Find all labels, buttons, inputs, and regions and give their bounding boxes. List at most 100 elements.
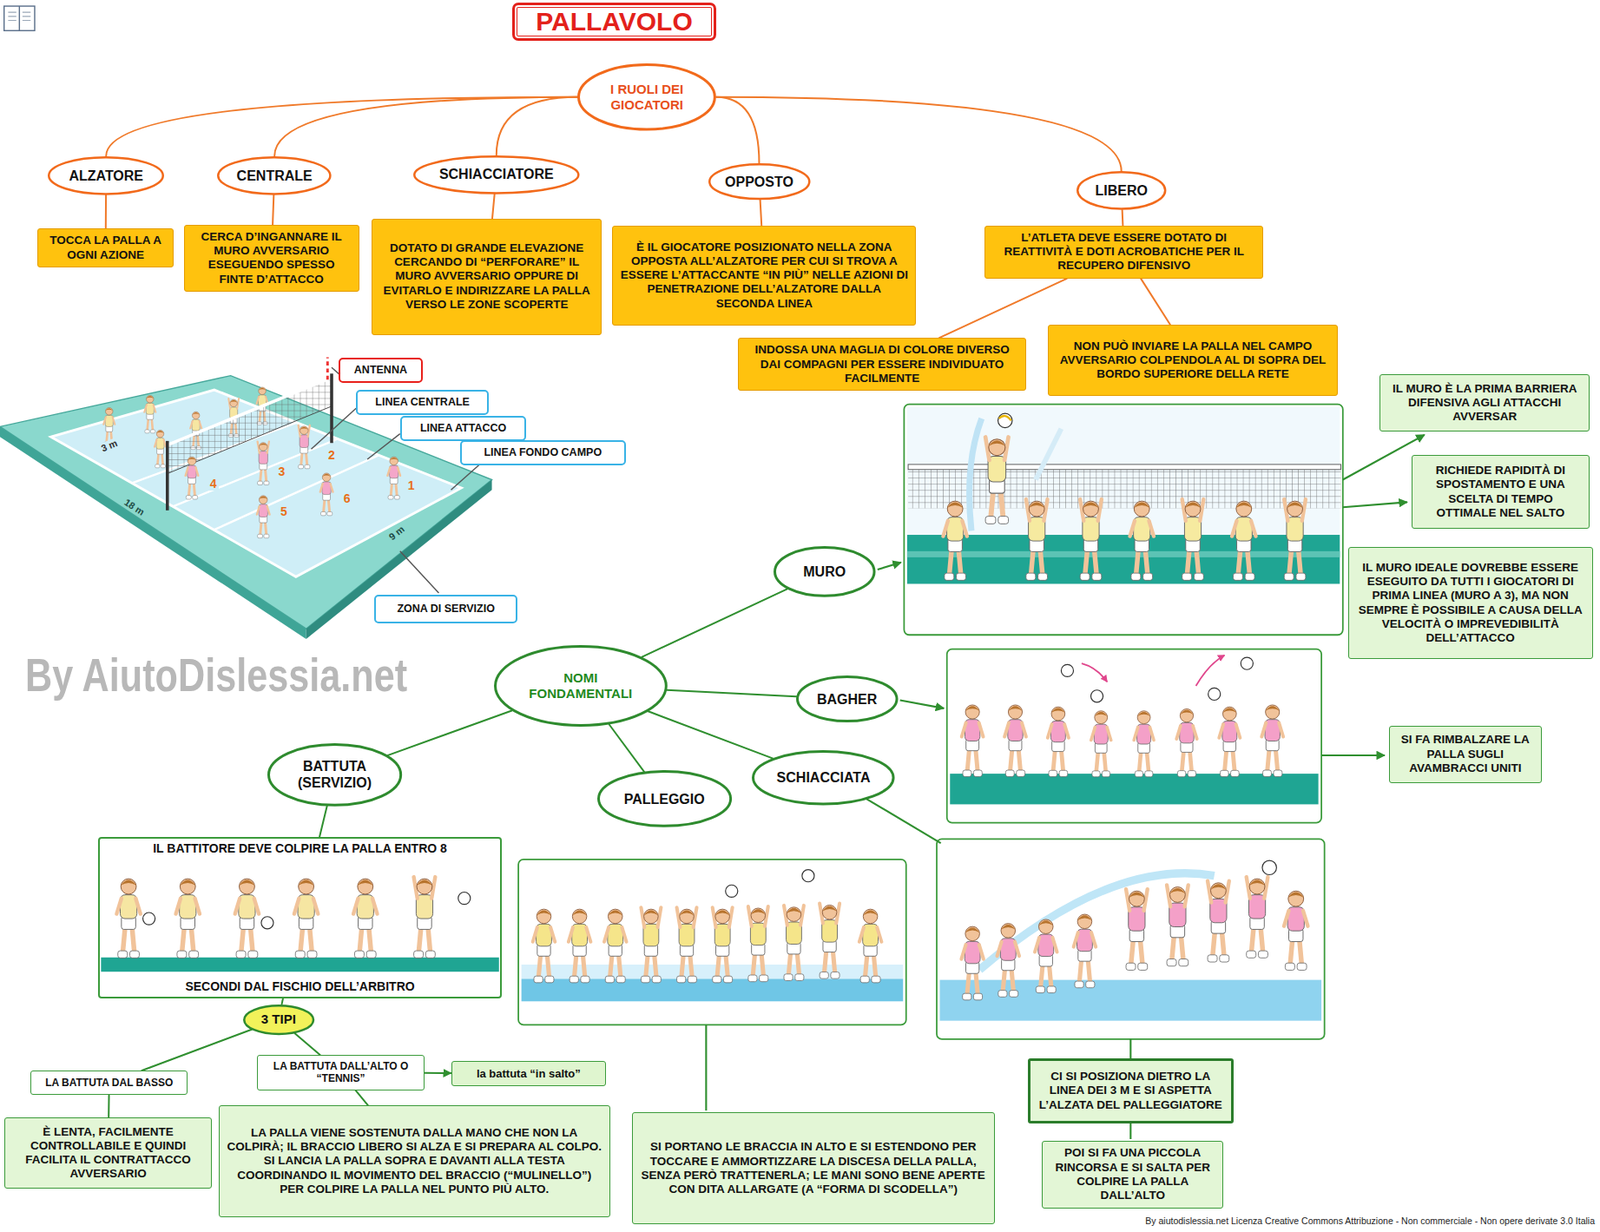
illustration-part (1073, 914, 1096, 988)
illustration-part (19, 6, 20, 31)
illustration-part (907, 534, 1340, 584)
illustration-part (1090, 690, 1103, 703)
text-group: BATTUTA (SERVIZIO) (280, 757, 389, 791)
note-box: SI PORTANO LE BRACCIA IN ALTO E SI ESTEN… (632, 1112, 995, 1225)
info-box: L’ATLETA DEVE ESSERE DOTATO DI REATTIVIT… (984, 225, 1264, 279)
ellipse-shape (796, 677, 897, 722)
illustration-part (165, 441, 170, 511)
illustration-part (1343, 501, 1408, 507)
info-box: TOCCA LA PALLA A OGNI AZIONE (37, 228, 173, 268)
concept-ellipse: BAGHER (796, 675, 899, 723)
illustration-part (320, 473, 334, 516)
ellipse-shape (414, 156, 579, 193)
illustration-part (640, 907, 661, 983)
node-text: TOCCA LA PALLA A OGNI AZIONE (44, 233, 166, 262)
variant-box: la battuta “in salto” (451, 1060, 607, 1086)
illustration-part (116, 878, 140, 958)
ellipse-shape (774, 546, 875, 596)
node-text: LA BATTUTA DAL BASSO (37, 1076, 181, 1089)
node-text: NOMI FONDAMENTALI (511, 670, 651, 702)
node-text: CI SI POSIZIONA DIETRO LA LINEA DEI 3 M … (1036, 1069, 1225, 1113)
illustration-part (176, 878, 200, 958)
text-group: PALLEGGIO (610, 790, 718, 808)
node-text: CENTRALE (229, 167, 321, 185)
node-text: RICHIEDE RAPIDITÀ DI SPOSTAMENTO E UNA S… (1418, 463, 1584, 521)
ellipse-shape (579, 64, 716, 130)
text-group: CENTRALE (229, 167, 321, 185)
node-text: INDOSSA UNA MAGLIA DI COLORE DIVERSO DAI… (744, 342, 1021, 386)
illustration-part (7, 12, 31, 20)
connector-line (666, 690, 797, 697)
watermark: By AiutoDislessia.net (25, 649, 408, 701)
illustration-part (942, 436, 1305, 580)
text-group: LA BATTUTA DALL’ALTO O “TENNIS” (263, 1060, 418, 1086)
info-box: INDOSSA UNA MAGLIA DI COLORE DIVERSO DAI… (737, 337, 1028, 391)
court-label: ZONA DI SERVIZIO (374, 594, 518, 624)
text-group: NON PUÒ INVIARE LA PALLA NEL CAMPO AVVER… (1054, 339, 1331, 382)
connector-line (319, 805, 328, 837)
topic-ellipse: NOMI FONDAMENTALI (493, 645, 668, 727)
text-group: LA BATTUTA DAL BASSO (37, 1076, 181, 1089)
role-ellipse: SCHIACCIATORE (413, 155, 580, 195)
illustration-part (1207, 881, 1230, 962)
node-text: NON PUÒ INVIARE LA PALLA NEL CAMPO AVVER… (1054, 339, 1331, 382)
text-group: OPPOSTO (717, 173, 800, 191)
text-group: CERCA D’INGANNARE IL MURO AVVERSARIO ESE… (190, 230, 353, 287)
ellipse-shape (753, 750, 895, 804)
callout-number: 3 (276, 465, 288, 479)
connector-line (716, 97, 759, 164)
illustration-part (1004, 704, 1027, 777)
text-group: POI SI FA UNA PICCOLA RINCORSA E SI SALT… (1048, 1145, 1217, 1203)
note-box: IL MURO IDEALE DOVREBBE ESSERE ESEGUITO … (1348, 546, 1594, 659)
illustration-part (1246, 876, 1269, 958)
illustration-part (940, 980, 1323, 1021)
illustration-part (1079, 499, 1102, 580)
text-group: BAGHER (806, 691, 889, 708)
illustration-part (1283, 499, 1306, 580)
note-box: IL MURO È LA PRIMA BARRIERA DIFENSIVA AG… (1379, 374, 1590, 432)
illustration-part (1262, 860, 1277, 875)
callout-number: 6 (342, 492, 353, 506)
illustration-part (294, 878, 318, 958)
illustration-part (143, 912, 156, 925)
illustration-part (1130, 500, 1154, 580)
bagher-picture (947, 649, 1322, 824)
node-text: È LENTA, FACILMENTE CONTROLLABILE E QUIN… (11, 1125, 206, 1182)
illustration-part (865, 797, 942, 843)
role-ellipse: OPPOSTO (708, 163, 811, 200)
illustration-part (400, 551, 440, 593)
ellipse-shape (218, 157, 331, 194)
text-group: IL BATTITORE DEVE COLPIRE LA PALLA ENTRO… (99, 838, 501, 997)
text-group: È IL GIOCATORE POSIZIONATO NELLA ZONA OP… (618, 240, 909, 311)
role-ellipse: ALZATORE (47, 156, 165, 196)
node-text: ANTENNA (346, 363, 415, 377)
node-text: BATTUTA (SERVIZIO) (280, 757, 389, 791)
illustration-part (568, 908, 591, 983)
info-box: CERCA D’INGANNARE IL MURO AVVERSARIO ESE… (184, 224, 360, 292)
node-text: IL MURO IDEALE DOVREBBE ESSERE ESEGUITO … (1355, 560, 1587, 646)
note-box: LA PALLA VIENE SOSTENUTA DALLA MANO CHE … (218, 1105, 611, 1218)
illustration-part (907, 551, 1340, 558)
node-text: ALZATORE (59, 167, 153, 185)
illustration-part (326, 356, 330, 380)
illustration-part (998, 413, 1013, 428)
illustration-part (961, 926, 983, 1001)
note-box: È LENTA, FACILMENTE CONTROLLABILE E QUIN… (4, 1117, 213, 1189)
connector-line (294, 1033, 320, 1055)
node-text: POI SI FA UNA PICCOLA RINCORSA E SI SALT… (1048, 1145, 1217, 1203)
text-group: TOCCA LA PALLA A OGNI AZIONE (44, 233, 166, 262)
topic-ellipse: I RUOLI DEI GIOCATORI (577, 63, 717, 132)
text-group: SCHIACCIATA (766, 769, 882, 786)
connector-line (1140, 278, 1171, 325)
illustration-part (1261, 704, 1284, 777)
text-group: INDOSSA UNA MAGLIA DI COLORE DIVERSO DAI… (744, 342, 1021, 386)
info-box: DOTATO DI GRANDE ELEVAZIONE CERCANDO DI … (371, 218, 603, 336)
illustration-part (961, 704, 1284, 777)
type-box: LA BATTUTA DAL BASSO (30, 1070, 188, 1095)
node-text: LA BATTUTA DALL’ALTO O “TENNIS” (263, 1060, 418, 1086)
serve-picture (100, 876, 499, 972)
illustration-part (1125, 888, 1148, 970)
concept-ellipse: SCHIACCIATA (751, 750, 896, 805)
connector-line (1121, 210, 1125, 226)
illustration-part (257, 441, 270, 486)
